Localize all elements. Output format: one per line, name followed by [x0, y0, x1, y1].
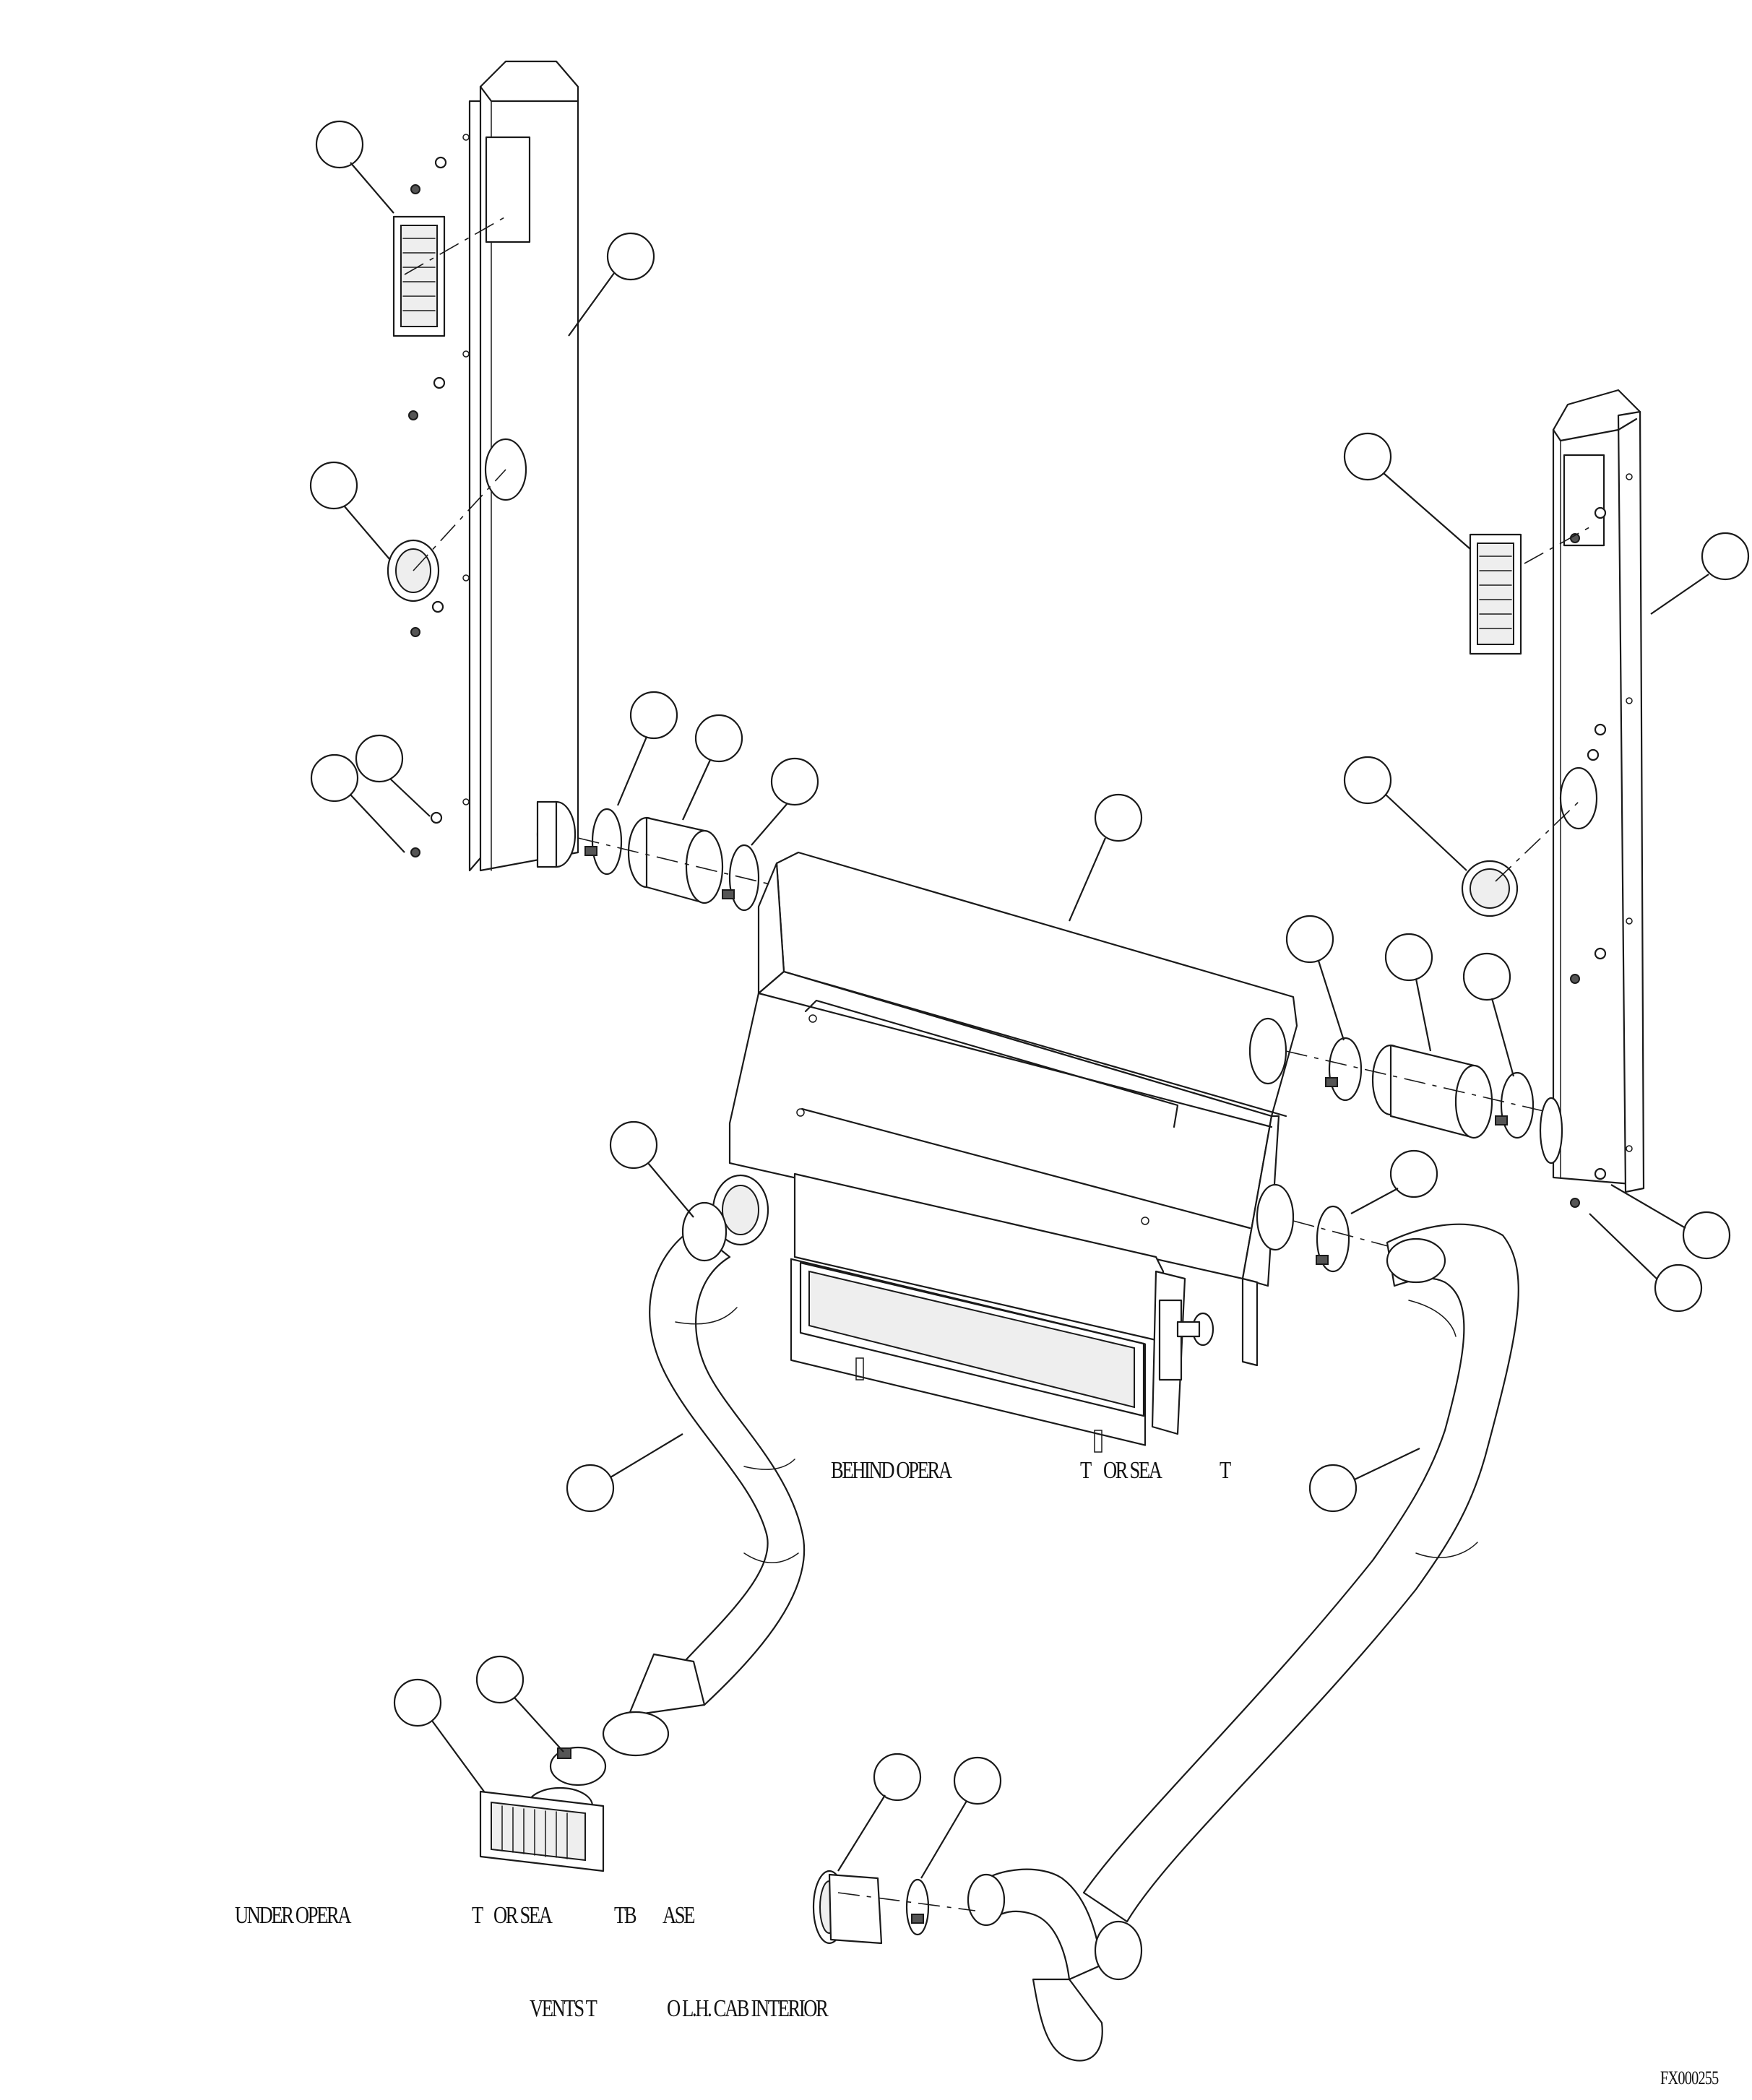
callout-bubble	[393, 1678, 442, 1727]
callout-bubble	[1285, 915, 1334, 964]
lower-left-grille	[479, 1786, 605, 1872]
vents-label-1: VENTS T	[530, 1995, 597, 2022]
right-coupling-set	[1285, 1037, 1550, 1273]
callout-bubble	[953, 1756, 1002, 1805]
behind-operator-seat-label-3: OR SEA	[1103, 1457, 1162, 1484]
callout-bubble	[629, 691, 678, 740]
under-operator-seat-label-5: ASE	[663, 1902, 695, 1929]
callout-bubble	[609, 1120, 658, 1170]
right-round-vent	[1461, 860, 1519, 917]
under-operator-seat-label-1: UNDER OPERA	[235, 1902, 352, 1929]
callout-bubble	[566, 1464, 615, 1513]
screws-right-duct	[1570, 506, 1607, 1208]
drawing-code: FX000255	[1660, 2067, 1719, 2088]
right-vertical-duct	[1539, 389, 1645, 1193]
heater-outlets	[712, 1017, 1295, 1251]
under-operator-seat-label-2: T	[472, 1902, 483, 1929]
lower-right-round-vent	[812, 1870, 976, 1945]
callout-bubble	[606, 232, 655, 281]
heater-unit	[728, 851, 1298, 1453]
right-upper-grille	[1469, 533, 1522, 655]
callout-bubble	[770, 757, 819, 806]
callout-bubbles	[309, 120, 1750, 1879]
callout-bubble	[355, 734, 404, 783]
callout-bubble	[1682, 1211, 1731, 1260]
left-upper-grille	[392, 215, 446, 337]
callout-bubble	[1384, 933, 1433, 982]
callout-bubble	[1462, 952, 1511, 1001]
callout-bubble	[1389, 1149, 1438, 1198]
callout-bubble	[315, 120, 364, 169]
under-operator-seat-label-3: OR SEA	[493, 1902, 553, 1929]
callout-bubble	[873, 1753, 922, 1802]
callout-bubble	[694, 714, 743, 763]
left-vertical-duct	[462, 60, 579, 872]
behind-operator-seat-label-1: BEHIND OPERA	[831, 1457, 952, 1484]
alignment-line	[404, 216, 506, 275]
callout-bubble	[1094, 793, 1143, 842]
vents-label-2: O L.H. CAB INTERIOR	[667, 1995, 829, 2022]
callout-bubble	[475, 1655, 525, 1704]
behind-operator-seat-label-4: T	[1220, 1457, 1231, 1484]
under-operator-seat-label-4: TB	[614, 1902, 637, 1929]
left-coupling-set	[536, 800, 774, 912]
callout-bubble	[310, 753, 359, 803]
right-flex-hose	[967, 1223, 1519, 2062]
callout-bubble	[309, 461, 358, 510]
callout-bubble	[1343, 432, 1392, 481]
screws-left-duct	[408, 156, 447, 857]
left-flex-hose	[549, 1201, 806, 1786]
behind-operator-seat-label-2: T	[1080, 1457, 1092, 1484]
callout-bubble	[1701, 532, 1750, 581]
callout-bubble	[1654, 1263, 1703, 1313]
callout-bubble	[1343, 756, 1392, 805]
callout-bubble	[1308, 1464, 1358, 1513]
